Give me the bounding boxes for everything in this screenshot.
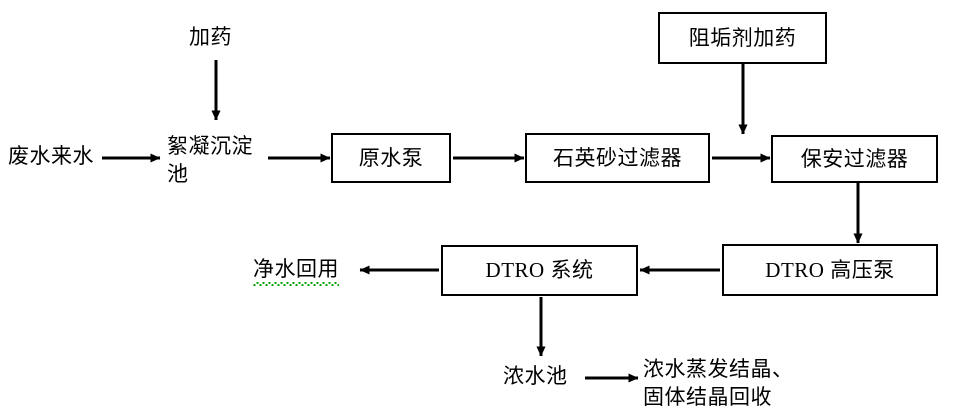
node-influent-label: 废水来水 xyxy=(8,144,94,168)
node-crystallizer-label-line2: 固体结晶回收 xyxy=(643,385,772,409)
node-floc-tank-line1: 絮凝沉淀 xyxy=(167,133,253,160)
node-brine-tank: 浓水池 xyxy=(503,363,568,390)
node-dosing: 加药 xyxy=(189,24,232,51)
node-security-filter[interactable]: 保安过滤器 xyxy=(771,135,938,183)
node-antiscalant-dosing-label: 阻垢剂加药 xyxy=(688,25,797,50)
node-security-filter-label: 保安过滤器 xyxy=(800,146,909,171)
node-dtro-system[interactable]: DTRO 系统 xyxy=(441,245,638,296)
node-dtro-hp-pump-label: DTRO 高压泵 xyxy=(765,257,895,282)
node-dosing-label: 加药 xyxy=(189,25,232,49)
node-dtro-system-label: DTRO 系统 xyxy=(485,258,594,283)
node-influent: 废水来水 xyxy=(8,143,94,170)
node-raw-water-pump[interactable]: 原水泵 xyxy=(331,133,451,183)
node-raw-water-pump-label: 原水泵 xyxy=(358,145,424,170)
node-brine-tank-label: 浓水池 xyxy=(503,364,568,388)
node-permeate-reuse: 净水回用 xyxy=(253,256,339,286)
node-floc-tank-line2: 池 xyxy=(167,161,189,188)
node-crystallizer-label-line1: 浓水蒸发结晶、 xyxy=(643,357,794,381)
node-antiscalant-dosing[interactable]: 阻垢剂加药 xyxy=(658,12,827,64)
node-dtro-hp-pump[interactable]: DTRO 高压泵 xyxy=(722,244,938,296)
node-crystallizer-line2: 固体结晶回收 xyxy=(643,384,772,411)
node-floc-tank-label-line1: 絮凝沉淀 xyxy=(167,134,253,158)
node-floc-tank-label-line2: 池 xyxy=(167,162,189,186)
node-permeate-reuse-label: 净水回用 xyxy=(253,257,339,286)
node-crystallizer-line1: 浓水蒸发结晶、 xyxy=(643,356,794,383)
node-quartz-filter-label: 石英砂过滤器 xyxy=(553,145,682,170)
node-quartz-filter[interactable]: 石英砂过滤器 xyxy=(525,133,710,183)
